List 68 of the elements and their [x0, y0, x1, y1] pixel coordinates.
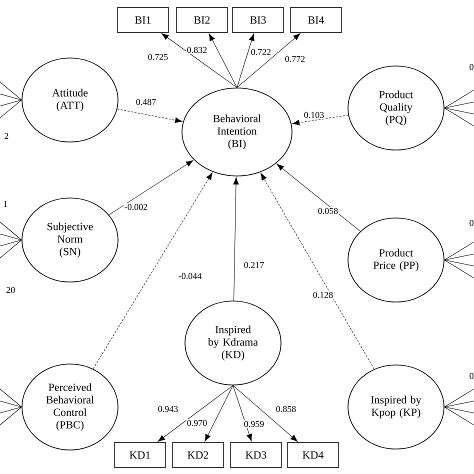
- loading-line: [444, 254, 474, 260]
- loading-line: [0, 388, 22, 408]
- loading-line: [444, 400, 474, 408]
- coefficient-label: 0.128: [312, 291, 334, 299]
- indicator-box: BI2: [176, 7, 228, 33]
- coefficient-label: 0.943: [157, 405, 179, 413]
- indicator-box: KD1: [114, 442, 166, 468]
- loading-line: [0, 94, 22, 100]
- loading-line: [0, 82, 22, 100]
- loading-line: [444, 242, 474, 260]
- loading-line: [0, 234, 22, 240]
- loading-line: [444, 90, 474, 108]
- coefficient-label: 0.772: [284, 55, 306, 63]
- path-arrow: [276, 164, 361, 232]
- loading-line: [0, 222, 22, 240]
- loading-line: [0, 406, 22, 426]
- indicator-box: BI3: [232, 7, 284, 33]
- cut-off-label: 1: [4, 201, 8, 207]
- path-arrow: [236, 33, 300, 88]
- loading-line: [444, 388, 474, 408]
- loading-line: [0, 406, 22, 414]
- cut-off-label: 20: [6, 286, 15, 294]
- coefficient-label: 0.959: [243, 420, 265, 428]
- indicator-box: BI1: [117, 7, 169, 33]
- coefficient-label: 0.058: [317, 207, 339, 215]
- coefficient-label: 0.103: [303, 111, 325, 119]
- path-arrow: [204, 385, 234, 442]
- path-arrow: [208, 34, 238, 88]
- loading-line: [0, 100, 22, 106]
- cut-off-label: 0: [470, 372, 474, 380]
- loading-line: [444, 108, 474, 126]
- indicator-box: KD3: [230, 442, 282, 468]
- loading-line: [444, 260, 474, 266]
- cut-off-label: 0: [470, 64, 474, 70]
- indicator-box: KD2: [172, 442, 224, 468]
- indicator-box: KD4: [287, 442, 339, 468]
- cut-off-label: 2: [4, 133, 8, 139]
- coefficient-label: 0.487: [135, 98, 157, 106]
- coefficient-label: 0.217: [243, 261, 265, 269]
- loading-line: [0, 240, 22, 258]
- cut-off-label: 0: [470, 220, 474, 226]
- coefficient-label: 0.970: [186, 419, 208, 427]
- coefficient-label: -0.044: [178, 272, 202, 280]
- path-arrow: [108, 160, 194, 216]
- path-arrow: [236, 34, 254, 88]
- coefficient-label: 0.722: [250, 48, 272, 56]
- path-arrow: [232, 385, 298, 442]
- loading-line: [444, 406, 474, 426]
- coefficient-label: 0.832: [186, 46, 208, 54]
- loading-line: [444, 102, 474, 108]
- path-arrow: [117, 108, 182, 123]
- path-arrow: [292, 114, 349, 126]
- path-arrow: [232, 385, 252, 442]
- path-arrow: [158, 385, 234, 442]
- loading-line: [444, 260, 474, 278]
- loading-line: [0, 400, 22, 408]
- path-arrow: [233, 177, 239, 301]
- loading-line: [444, 108, 474, 114]
- loading-line: [444, 406, 474, 414]
- coefficient-label: 0.725: [147, 53, 169, 61]
- indicator-box: BI4: [290, 7, 342, 33]
- coefficient-label: -0.002: [124, 203, 148, 211]
- loading-line: [0, 240, 22, 246]
- loading-line: [0, 100, 22, 118]
- path-arrow: [260, 172, 374, 370]
- path-arrow: [92, 172, 212, 370]
- path-arrow: [161, 33, 238, 88]
- coefficient-label: 0.858: [275, 405, 297, 413]
